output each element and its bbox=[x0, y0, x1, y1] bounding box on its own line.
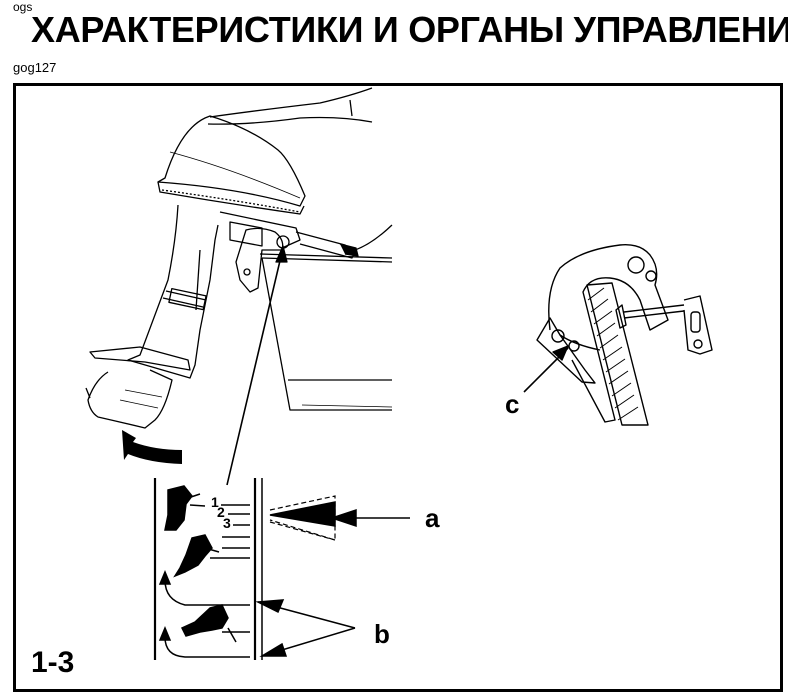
document-code: gog127 bbox=[13, 60, 57, 75]
trim-position-diagram bbox=[153, 478, 410, 660]
figure-frame bbox=[13, 83, 783, 692]
tilt-direction-arrow bbox=[122, 430, 182, 464]
callout-a: a bbox=[425, 503, 440, 533]
outboard-motor-tilt-illustration bbox=[85, 87, 393, 486]
trim-position-3: 3 bbox=[223, 515, 231, 531]
trim-position-1: 1 bbox=[211, 494, 219, 510]
callout-c: c bbox=[505, 389, 520, 419]
page-title: ХАРАКТЕРИСТИКИ И ОРГАНЫ УПРАВЛЕНИ bbox=[31, 9, 788, 50]
section-tag: ogs bbox=[13, 0, 33, 14]
trim-position-2: 2 bbox=[217, 504, 225, 520]
callout-b: b bbox=[374, 619, 390, 649]
figure-number: 1-3 bbox=[31, 646, 75, 679]
transom-clamp-bracket-illustration bbox=[523, 244, 713, 426]
